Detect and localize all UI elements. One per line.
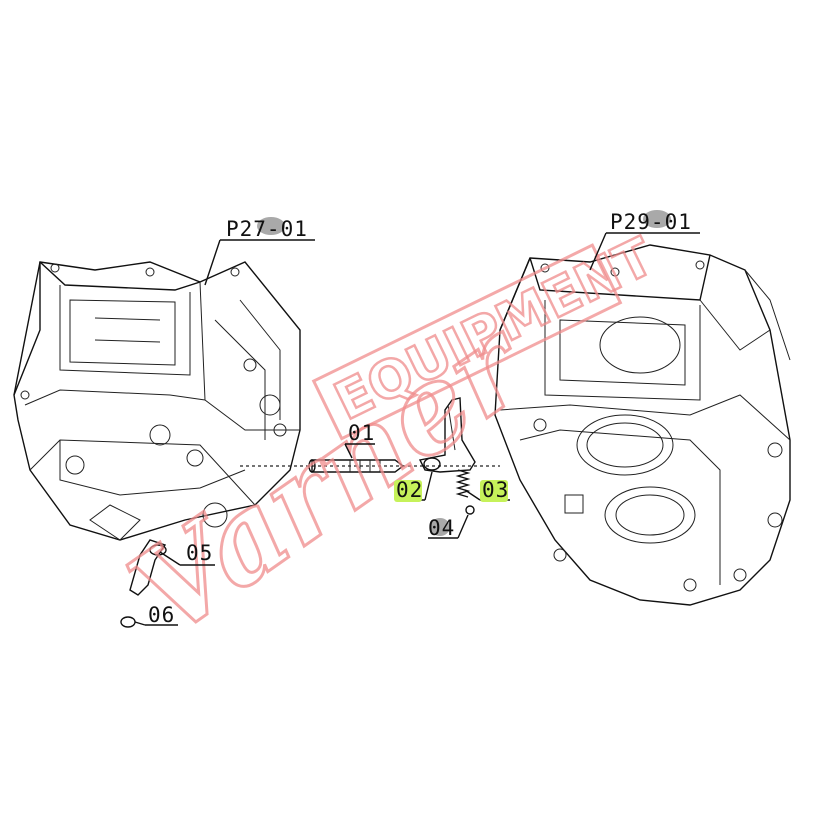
label-p27-01: P27-01 xyxy=(226,217,308,241)
l04-leader xyxy=(428,514,469,539)
part-03-spring xyxy=(455,469,471,498)
l01-leader xyxy=(344,443,375,459)
label-06: 06 xyxy=(148,603,175,627)
label-02: 02 xyxy=(396,478,423,502)
label-03: 03 xyxy=(482,478,509,502)
p27-highlight xyxy=(257,217,285,235)
l02-highlight xyxy=(394,480,422,502)
part-01-shaft xyxy=(308,459,405,473)
part-02-shift-fork xyxy=(418,397,476,473)
label-01: 01 xyxy=(348,421,375,445)
part-06-o-ring xyxy=(120,616,136,628)
l05-leader xyxy=(159,551,215,566)
label-04: 04 xyxy=(428,516,455,540)
p27-leader xyxy=(204,239,315,286)
part-05-pin xyxy=(129,539,167,596)
l04-highlight xyxy=(430,518,450,536)
p29-highlight xyxy=(643,210,671,228)
label-p29-01: P29-01 xyxy=(610,210,692,234)
right-housing xyxy=(494,244,791,606)
left-housing xyxy=(13,261,301,541)
label-05: 05 xyxy=(186,541,213,565)
l03-highlight xyxy=(480,480,508,502)
p29-leader xyxy=(589,232,700,271)
part-04-ball xyxy=(465,505,475,515)
l06-leader xyxy=(134,621,178,626)
